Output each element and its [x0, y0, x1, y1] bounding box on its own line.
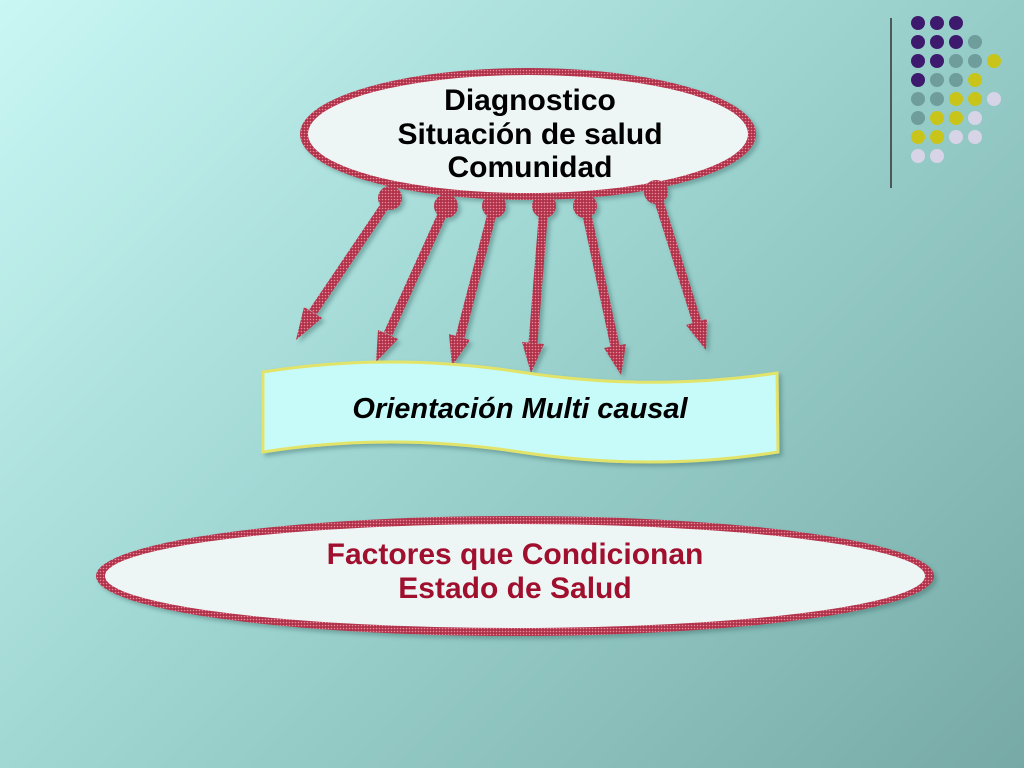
decorative-dot	[911, 130, 925, 144]
top-ellipse-text: Diagnostico Situación de salud Comunidad	[380, 84, 680, 185]
bottom-ellipse	[96, 516, 934, 636]
decorative-dot	[949, 130, 963, 144]
bottom-ellipse-text: Factores que Condicionan Estado de Salud	[200, 538, 830, 605]
decorative-dot	[930, 111, 944, 125]
arrow-2	[376, 194, 458, 362]
decorative-dot	[949, 54, 963, 68]
banner-label: Orientación Multi causal	[352, 393, 688, 425]
decorative-dot	[930, 92, 944, 106]
decorative-dot	[911, 35, 925, 49]
top-ellipse-line-2: Situación de salud	[397, 117, 663, 151]
bottom-ellipse-line-2: Estado de Salud	[398, 571, 632, 605]
decorative-dot	[987, 54, 1001, 68]
orientation-banner	[261, 360, 780, 464]
decorative-dot-grid	[911, 16, 1001, 163]
arrow-1	[296, 186, 402, 340]
decorative-dot	[949, 92, 963, 106]
decorative-dot	[987, 92, 1001, 106]
arrow-5	[573, 194, 626, 375]
decorative-dot	[911, 111, 925, 125]
decorative-dot	[930, 54, 944, 68]
arrow-group	[296, 180, 707, 375]
decorative-dot	[911, 16, 925, 30]
decorative-dot	[968, 54, 982, 68]
top-ellipse-line-3: Comunidad	[447, 151, 613, 185]
top-ellipse-line-1: Diagnostico	[444, 84, 616, 117]
decorative-dot	[949, 35, 963, 49]
decorative-dot	[949, 73, 963, 87]
arrow-4	[522, 194, 556, 373]
decorative-dot	[968, 35, 982, 49]
decorative-dot	[949, 16, 963, 30]
decorative-dot	[949, 111, 963, 125]
decorative-dot	[968, 73, 982, 87]
decorative-dot	[911, 54, 925, 68]
decorative-dot	[968, 130, 982, 144]
decorative-dot	[911, 149, 925, 163]
decorative-dot	[930, 35, 944, 49]
decorative-dot	[968, 92, 982, 106]
arrow-3	[449, 194, 506, 366]
decorative-dot	[911, 92, 925, 106]
top-ellipse	[300, 68, 756, 200]
decorative-dot	[930, 73, 944, 87]
bottom-ellipse-line-1: Factores que Condicionan	[326, 538, 704, 571]
decorative-dot	[911, 73, 925, 87]
decorative-dot	[930, 16, 944, 30]
decorative-dot	[930, 130, 944, 144]
decorative-dot	[930, 149, 944, 163]
decorative-dot	[968, 111, 982, 125]
arrow-6	[644, 180, 707, 350]
